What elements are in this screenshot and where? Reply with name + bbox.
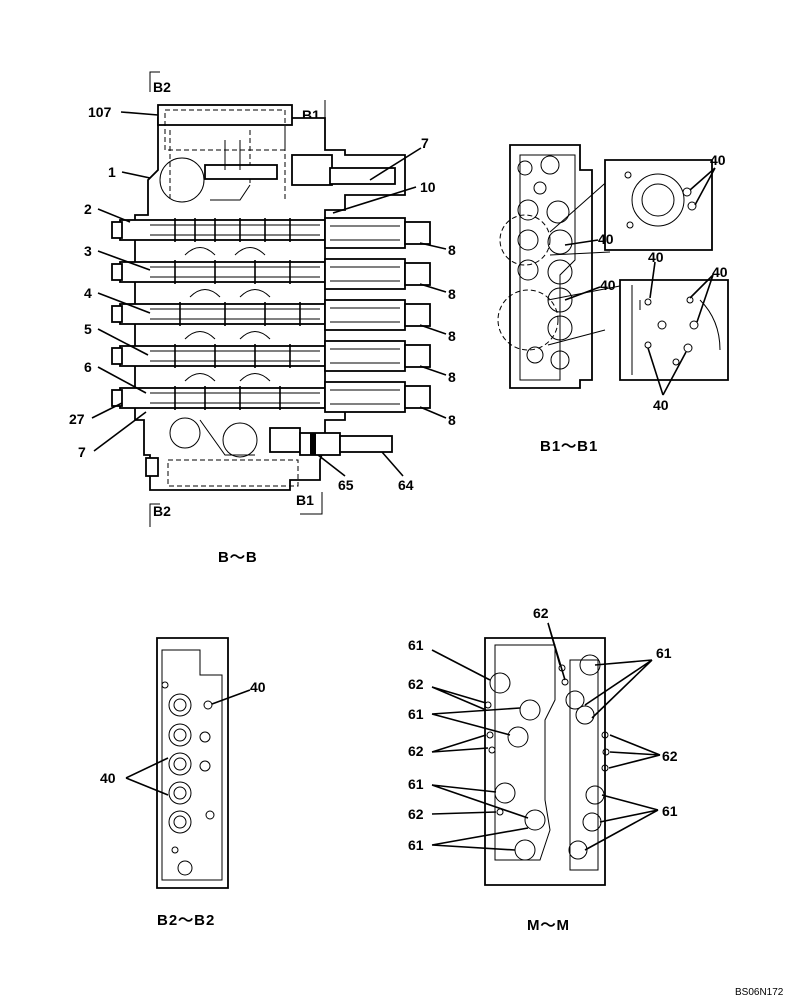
- callouts-b1-b1: 40 40 40 40 40 40: [564, 152, 728, 413]
- view-b1-b1: [497, 144, 729, 389]
- callout-6: 6: [84, 359, 92, 375]
- callout-8-e: 8: [448, 412, 456, 428]
- callout-40-b1-d: 40: [648, 249, 664, 265]
- callout-5: 5: [84, 321, 92, 337]
- callout-61-mm-b: 61: [656, 645, 672, 661]
- callout-40-b1-f: 40: [653, 397, 669, 413]
- callout-61-mm-c: 61: [408, 706, 424, 722]
- callout-62-mm-d: 62: [662, 748, 678, 764]
- relief-valves: [324, 217, 431, 413]
- callout-2: 2: [84, 201, 92, 217]
- section-mark-b2-top: B2: [153, 79, 171, 95]
- callout-40-b2-a: 40: [250, 679, 266, 695]
- caption-m-m: M～M: [527, 917, 570, 934]
- callout-40-b2-b: 40: [100, 770, 116, 786]
- callout-62-mm-b: 62: [408, 676, 424, 692]
- view-b-b: B2 B1 B2 B1: [111, 71, 431, 527]
- callouts-b2-b2: 40 40: [100, 679, 266, 796]
- callout-8-a: 8: [448, 242, 456, 258]
- callout-40-b1-b: 40: [598, 231, 614, 247]
- callout-40-b1-a: 40: [710, 152, 726, 168]
- callout-10: 10: [420, 179, 436, 195]
- callout-8-b: 8: [448, 286, 456, 302]
- callout-3: 3: [84, 243, 92, 259]
- callout-61-mm-d: 61: [408, 776, 424, 792]
- callout-4: 4: [84, 285, 92, 301]
- callout-65: 65: [338, 477, 354, 493]
- callouts-b-b: 107 1 2 3 4 5 6 27 7 7 10 8 8 8 8 8 8 65…: [69, 104, 456, 493]
- callout-7-top: 7: [421, 135, 429, 151]
- callout-64: 64: [398, 477, 414, 493]
- callout-7-bottom: 7: [78, 444, 86, 460]
- callout-107: 107: [88, 104, 112, 120]
- view-b2-b2: [156, 637, 229, 889]
- callout-27: 27: [69, 411, 85, 427]
- callout-61-mm-f: 61: [408, 837, 424, 853]
- callout-40-b1-c: 40: [600, 277, 616, 293]
- callout-8-c: 8: [448, 328, 456, 344]
- spool-bores: [111, 218, 326, 410]
- callout-61-mm-a: 61: [408, 637, 424, 653]
- callout-1: 1: [108, 164, 116, 180]
- callout-62-mm-c: 62: [408, 743, 424, 759]
- callouts-m-m: 62 61 61 62 61 61 62 62 61 62 61 61: [408, 605, 678, 853]
- caption-b-b: B～B: [218, 549, 258, 566]
- section-mark-b2-bottom: B2: [153, 503, 171, 519]
- callout-62-mm-a: 62: [533, 605, 549, 621]
- section-mark-b1-bottom: B1: [296, 492, 314, 508]
- caption-b2-b2: B2～B2: [157, 912, 215, 929]
- drawing-code: BS06N172: [735, 987, 784, 998]
- callout-62-mm-e: 62: [408, 806, 424, 822]
- callout-8-d: 8: [448, 369, 456, 385]
- callout-40-b1-e: 40: [712, 264, 728, 280]
- caption-b1-b1: B1～B1: [540, 438, 598, 455]
- top-cover: [157, 104, 293, 126]
- callout-61-mm-e: 61: [662, 803, 678, 819]
